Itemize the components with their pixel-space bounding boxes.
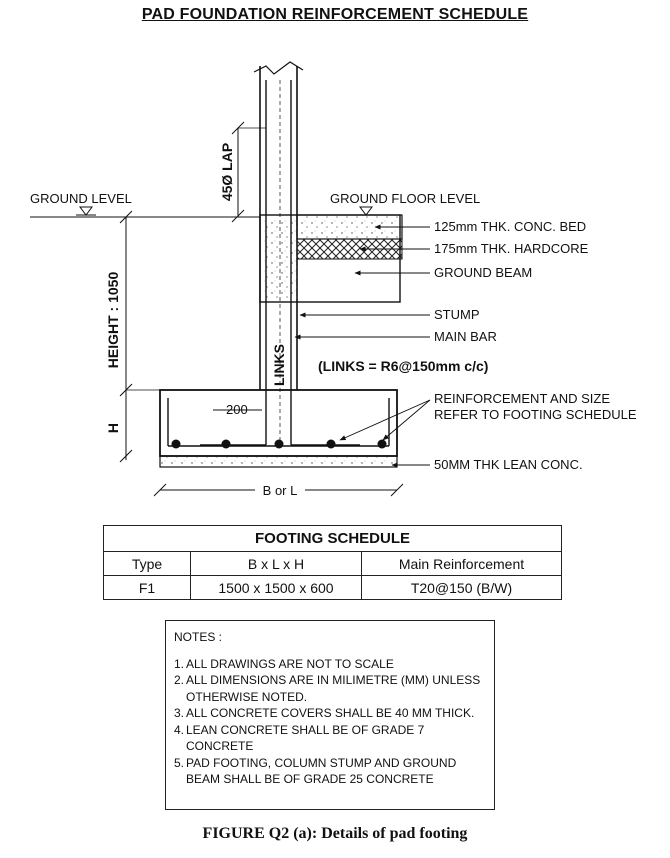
note-item: 3. ALL CONCRETE COVERS SHALL BE 40 MM TH… [174,705,486,722]
schedule-caption: FOOTING SCHEDULE [103,525,562,552]
note-number: 3. [174,706,185,720]
width-dimension [153,482,404,498]
lap-label: 45Ø LAP [219,143,235,201]
ground-beam-label: GROUND BEAM [434,265,532,280]
cover-200-label: 200 [226,402,248,417]
footing-schedule-table: FOOTING SCHEDULE Type B x L x H Main Rei… [103,525,562,600]
schedule-header-type: Type [103,551,191,576]
note-number: 2. [174,673,185,687]
callout-leaders [294,224,431,468]
schedule-cell-reinforcement: T20@150 (B/W) [361,575,562,600]
note-text: ALL CONCRETE COVERS SHALL BE 40 MM THICK… [186,706,475,720]
lean-concrete-layer [159,455,398,468]
note-item: 5. PAD FOOTING, COLUMN STUMP AND GROUND … [174,755,486,788]
note-item: 2. ALL DIMENSIONS ARE IN MILIMETRE (MM) … [174,672,486,705]
schedule-header-reinforcement: Main Reinforcement [361,551,562,576]
ground-level-label: GROUND LEVEL [30,191,132,206]
hardcore-label: 175mm THK. HARDCORE [434,241,589,256]
ground-beam [259,214,401,303]
links-label: LINKS [271,344,287,386]
concrete-bed-label: 125mm THK. CONC. BED [434,219,586,234]
main-bar-dots [171,439,387,449]
note-number: 5. [174,755,185,770]
ground-floor-level-marker [359,206,373,216]
schedule-cell-dimensions: 1500 x 1500 x 600 [190,575,362,600]
pad-footing-section-drawing: GROUND LEVEL GROUND FLOOR LEVEL HEIGHT :… [30,61,637,498]
stump-label: STUMP [434,307,480,322]
schedule-header-row: Type B x L x H Main Reinforcement [103,551,562,576]
b-or-l-label: B or L [263,483,298,498]
ground-level-line [30,206,260,218]
column-stump-concrete [263,218,297,298]
drawing-title: PAD FOUNDATION REINFORCEMENT SCHEDULE [141,6,529,23]
links-spec-note: (LINKS = R6@150mm c/c) [318,358,488,374]
h-label: H [105,423,121,433]
height-dimension [119,210,160,463]
note-number: 4. [174,722,185,737]
note-number: 1. [174,656,185,671]
reinforcement-label-line1: REINFORCEMENT AND SIZE [434,391,610,406]
lean-concrete-label: 50MM THK LEAN CONC. [434,457,583,472]
schedule-cell-type: F1 [103,575,191,600]
height-label: HEIGHT : 1050 [105,272,121,369]
note-item: 1. ALL DRAWINGS ARE NOT TO SCALE [174,656,486,673]
table-row: F1 1500 x 1500 x 600 T20@150 (B/W) [103,575,562,600]
note-text: ALL DIMENSIONS ARE IN MILIMETRE (MM) UNL… [186,673,481,704]
figure-caption: FIGURE Q2 (a): Details of pad footing [202,825,468,842]
note-text: LEAN CONCRETE SHALL BE OF GRADE 7 CONCRE… [186,722,425,754]
main-bar-label: MAIN BAR [434,329,497,344]
note-item: 4. LEAN CONCRETE SHALL BE OF GRADE 7 CON… [174,722,486,755]
lap-dimension [231,121,266,223]
note-text: ALL DRAWINGS ARE NOT TO SCALE [186,656,394,671]
schedule-header-dimensions: B x L x H [190,551,362,576]
note-text: PAD FOOTING, COLUMN STUMP AND GROUND BEA… [186,755,457,787]
notes-heading: NOTES : [174,630,223,644]
ground-floor-level-label: GROUND FLOOR LEVEL [330,191,480,206]
notes-box: NOTES : 1. ALL DRAWINGS ARE NOT TO SCALE… [165,620,495,810]
reinforcement-label-line2: REFER TO FOOTING SCHEDULE [434,407,637,422]
